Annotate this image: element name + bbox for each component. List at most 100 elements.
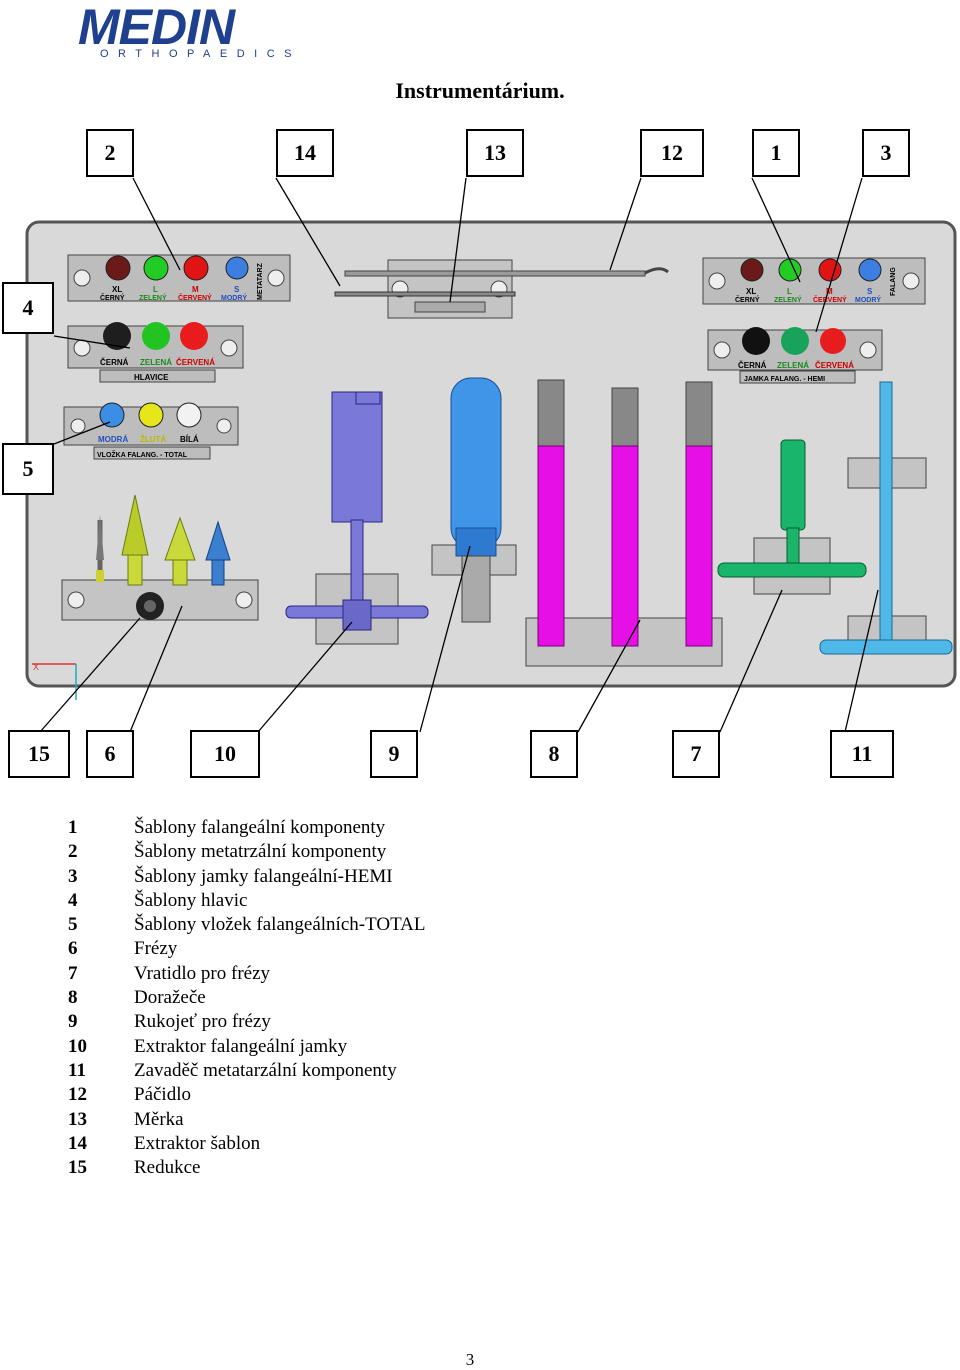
- legend-text: Šablony falangeální komponenty: [134, 817, 386, 838]
- page-number: 3: [465, 1350, 475, 1369]
- callout-bottom-3: 10: [190, 730, 260, 778]
- legend-number: 1: [68, 817, 78, 838]
- legend-number: 10: [68, 1035, 87, 1057]
- legend-row: 14 Extraktor šablon: [68, 1132, 425, 1156]
- instrument-board-figure: X XL L M S ČERNÝ ZELENÝ ČERVENÝ MODRÝ ME…: [25, 177, 957, 733]
- legend-text: Šablony jamky falangeální-HEMI: [134, 865, 393, 887]
- tray4-label-m: M: [826, 287, 833, 296]
- legend-number: 2: [68, 841, 78, 863]
- legend-text: Páčidlo: [134, 1084, 191, 1106]
- legend-number: 8: [68, 987, 78, 1009]
- legend-text: Frézy: [134, 938, 178, 960]
- legend-row: 1 Šablony falangeální komponenty: [68, 816, 425, 840]
- tray5-label-cervena: ČERVENÁ: [815, 361, 854, 370]
- tray4-name-cerny: ČERNÝ: [735, 295, 760, 304]
- legend-text: Vratidlo pro frézy: [134, 962, 271, 984]
- instrument-impactors: [525, 379, 723, 667]
- legend-row: 15 Redukce: [68, 1156, 425, 1180]
- callout-bottom-7: 11: [830, 730, 894, 778]
- legend-number: 6: [68, 938, 78, 960]
- legend-number: 9: [68, 1011, 78, 1033]
- instrument-extractor-cup: [285, 391, 429, 645]
- logo-subtitle: ORTHOPAEDICS: [100, 48, 301, 60]
- tray2-label-cerna: ČERNÁ: [100, 358, 129, 367]
- tray4-side-label: FALANG: [890, 267, 897, 296]
- tray2-label-zelena: ZELENÁ: [140, 358, 172, 367]
- tray4-name-zeleny: ZELENÝ: [774, 295, 802, 304]
- legend-text: Rukojeť pro frézy: [134, 1011, 271, 1033]
- instrument-extractor-measure: [334, 259, 669, 319]
- legend-row: 3 Šablony jamky falangeální-HEMI: [68, 865, 425, 889]
- legend-text: Zavaděč metatarzální komponenty: [134, 1059, 397, 1081]
- legend-text: Šablony metatrzální komponenty: [134, 841, 387, 863]
- legend-row: 9 Rukojeť pro frézy: [68, 1010, 425, 1034]
- legend-text: Šablony hlavic: [134, 889, 248, 911]
- legend-row: 5 Šablony vložek falangeálních-TOTAL: [68, 913, 425, 937]
- legend-number: 13: [68, 1108, 87, 1130]
- legend-number: 12: [68, 1084, 87, 1106]
- callout-top-4: 12: [640, 129, 704, 177]
- callout-left-1: 4: [2, 282, 54, 334]
- callout-left-2: 5: [2, 443, 54, 495]
- tray1-label-l: L: [153, 285, 158, 294]
- legend-text: Extraktor falangeální jamky: [134, 1035, 348, 1057]
- tray3-name: VLOŽKA FALANG. - TOTAL: [97, 450, 188, 459]
- tray5-label-cerna: ČERNÁ: [738, 361, 767, 370]
- legend-number: 7: [68, 962, 78, 984]
- tray-falangeal: XL L M S ČERNÝ ZELENÝ ČERVENÝ MODRÝ FALA…: [702, 257, 926, 305]
- tray-vlozky: MODRÁ ŽLUTÁ BÍLÁ VLOŽKA FALANG. - TOTAL: [63, 402, 239, 460]
- tray2-name: HLAVICE: [134, 373, 169, 382]
- tray3-label-zluta: ŽLUTÁ: [140, 435, 166, 444]
- legend-row: 13 Měrka: [68, 1108, 425, 1132]
- medin-logo: MEDIN ORTHOPAEDICS: [78, 2, 292, 64]
- callout-top-6: 3: [862, 129, 910, 177]
- legend-row: 2 Šablony metatrzální komponenty: [68, 840, 425, 864]
- tray4-label-xl: XL: [746, 287, 756, 296]
- callout-bottom-1: 15: [8, 730, 70, 778]
- callout-bottom-2: 6: [86, 730, 134, 778]
- tray3-label-modra: MODRÁ: [98, 435, 128, 444]
- tray4-name-modry: MODRÝ: [855, 295, 881, 304]
- tray4-label-s: S: [867, 287, 873, 296]
- instrument-handle: [431, 377, 517, 623]
- legend-number: 4: [68, 889, 78, 911]
- legend-row: 10 Extraktor falangeální jamky: [68, 1035, 425, 1059]
- tray1-label-xl: XL: [112, 285, 122, 294]
- tray-metatarzal: XL L M S ČERNÝ ZELENÝ ČERVENÝ MODRÝ META…: [67, 254, 291, 302]
- legend-number: 11: [68, 1059, 86, 1081]
- instrument-reamers: [61, 494, 259, 621]
- legend-text: Měrka: [134, 1108, 184, 1130]
- instrument-t-handle: [717, 439, 867, 595]
- callout-bottom-4: 9: [370, 730, 418, 778]
- legend-row: 7 Vratidlo pro frézy: [68, 962, 425, 986]
- legend-row: 11 Zavaděč metatarzální komponenty: [68, 1059, 425, 1083]
- legend-text: Extraktor šablon: [134, 1132, 261, 1154]
- leader-lines: [39, 177, 879, 733]
- tray3-label-bila: BÍLÁ: [180, 435, 199, 444]
- legend-text: Redukce: [134, 1157, 201, 1179]
- callout-bottom-6: 7: [672, 730, 720, 778]
- tray1-label-s: S: [234, 285, 240, 294]
- svg-text:X: X: [33, 662, 39, 672]
- legend-number: 15: [68, 1157, 87, 1179]
- legend-number: 5: [68, 914, 78, 936]
- callout-top-5: 1: [752, 129, 800, 177]
- tray4-label-l: L: [787, 287, 792, 296]
- tray5-label-zelena: ZELENÁ: [777, 361, 809, 370]
- tray1-name-cerny: ČERNÝ: [100, 293, 125, 302]
- legend-number: 3: [68, 865, 78, 887]
- legend-row: 4 Šablony hlavic: [68, 889, 425, 913]
- callout-top-3: 13: [466, 129, 524, 177]
- instrument-inserter: [819, 381, 953, 655]
- callout-top-2: 14: [276, 129, 334, 177]
- legend-text: Doražeče: [134, 987, 206, 1009]
- page-title: Instrumentárium.: [395, 78, 565, 103]
- legend-row: 12 Páčidlo: [68, 1083, 425, 1107]
- tray4-name-cerveny: ČERVENÝ: [813, 295, 847, 304]
- tray-hlavice: ČERNÁ ZELENÁ ČERVENÁ HLAVICE: [67, 322, 244, 383]
- callout-top-1: 2: [86, 129, 134, 177]
- tray1-side-label: METATARZ: [257, 262, 264, 300]
- legend-number: 14: [68, 1132, 87, 1154]
- tray5-name: JAMKA FALANG. - HEMI: [744, 376, 825, 383]
- legend-text: Šablony vložek falangeálních-TOTAL: [134, 914, 426, 936]
